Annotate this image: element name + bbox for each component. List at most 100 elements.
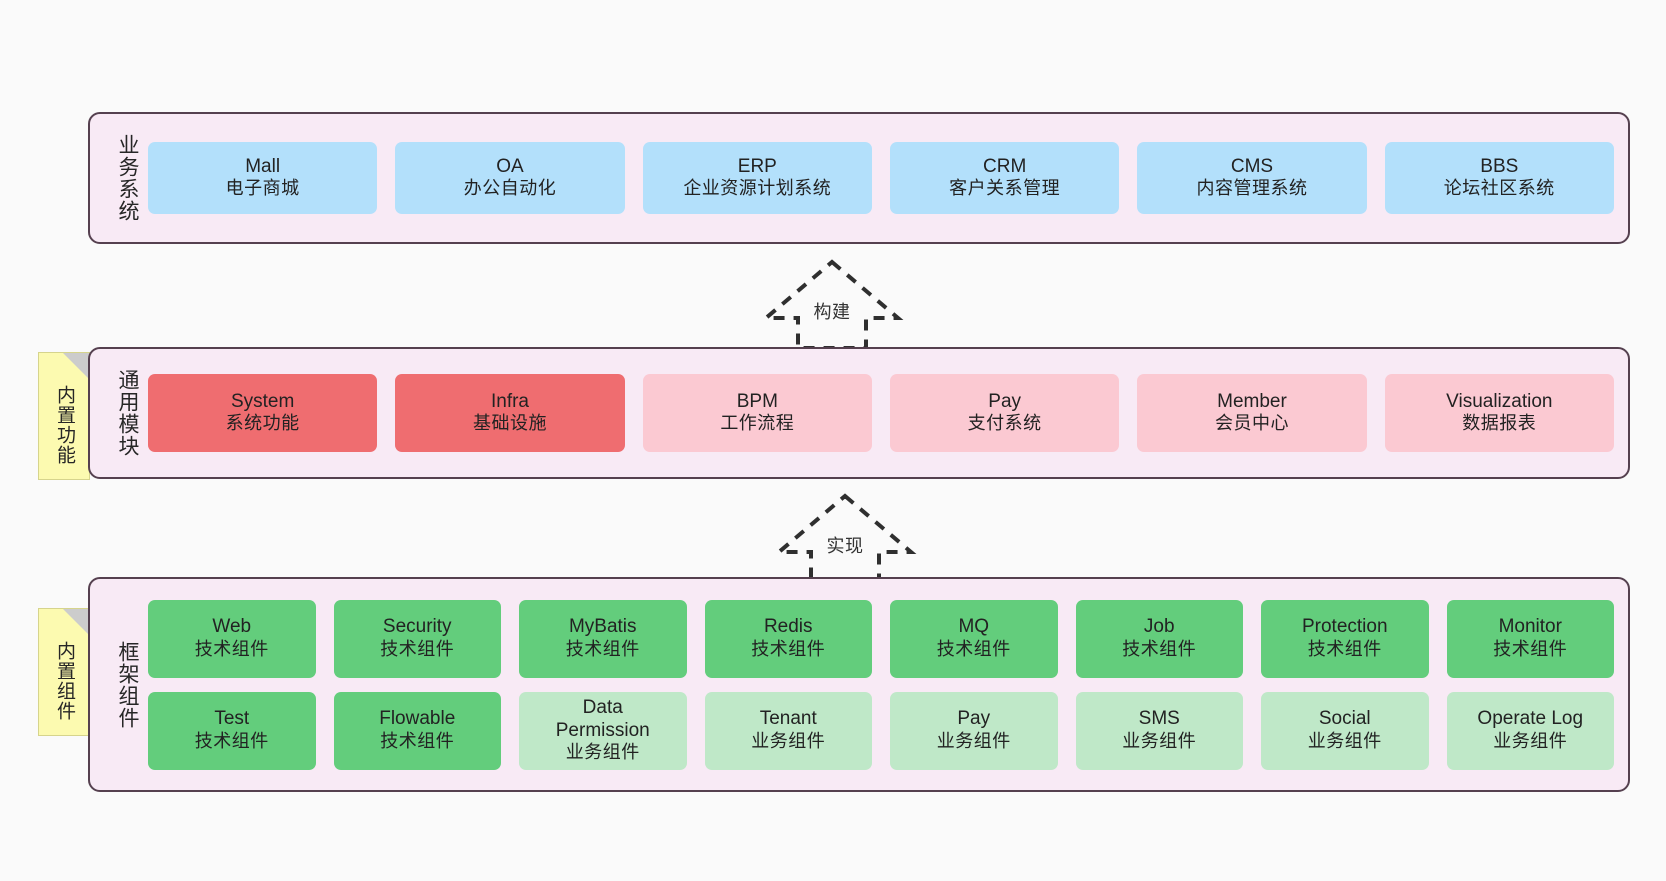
box-subtitle: 业务组件 bbox=[1122, 730, 1197, 751]
box-bpm[interactable]: BPM 工作流程 bbox=[642, 374, 872, 452]
box-subtitle: 技术组件 bbox=[194, 638, 269, 659]
box-mybatis[interactable]: MyBatis 技术组件 bbox=[519, 599, 687, 678]
layer-title-common-modules: 通用模块 bbox=[116, 369, 139, 457]
box-subtitle: 技术组件 bbox=[1307, 638, 1382, 659]
note-builtin-components: 内置组件 bbox=[38, 608, 90, 736]
box-subtitle: 技术组件 bbox=[751, 638, 826, 659]
layer-row: System 系统功能 Infra 基础设施 BPM 工作流程 Pay 支付系统… bbox=[148, 374, 1614, 452]
box-subtitle: 基础设施 bbox=[472, 413, 547, 434]
box-system[interactable]: System 系统功能 bbox=[148, 374, 378, 452]
box-subtitle: 业务组件 bbox=[751, 730, 826, 751]
box-subtitle: 业务组件 bbox=[565, 741, 640, 762]
box-subtitle: 支付系统 bbox=[967, 413, 1042, 434]
layer-row-business: Test 技术组件 Flowable 技术组件 Data Permission … bbox=[148, 691, 1614, 770]
layer-body-business-system: Mall 电子商城 OA 办公自动化 ERP 企业资源计划系统 CRM 客户关系… bbox=[138, 142, 1628, 214]
box-operate-log[interactable]: Operate Log 业务组件 bbox=[1446, 691, 1614, 770]
box-member[interactable]: Member 会员中心 bbox=[1137, 374, 1367, 452]
box-subtitle: 技术组件 bbox=[936, 638, 1011, 659]
note-label: 内置组件 bbox=[53, 641, 75, 721]
box-title: Pay bbox=[988, 390, 1022, 412]
box-protection[interactable]: Protection 技术组件 bbox=[1261, 599, 1429, 678]
box-redis[interactable]: Redis 技术组件 bbox=[704, 599, 872, 678]
box-visualization[interactable]: Visualization 数据报表 bbox=[1384, 374, 1614, 452]
box-sms[interactable]: SMS 业务组件 bbox=[1075, 691, 1243, 770]
box-subtitle: 技术组件 bbox=[380, 638, 455, 659]
box-subtitle: 企业资源计划系统 bbox=[683, 178, 832, 199]
box-subtitle: 办公自动化 bbox=[463, 178, 557, 199]
layer-row: Mall 电子商城 OA 办公自动化 ERP 企业资源计划系统 CRM 客户关系… bbox=[148, 142, 1614, 214]
box-erp[interactable]: ERP 企业资源计划系统 bbox=[642, 142, 872, 214]
box-title: CMS bbox=[1230, 155, 1274, 177]
box-subtitle: 技术组件 bbox=[565, 638, 640, 659]
box-subtitle: 技术组件 bbox=[1122, 638, 1197, 659]
box-data-permission[interactable]: Data Permission 业务组件 bbox=[519, 691, 687, 770]
box-subtitle: 技术组件 bbox=[194, 730, 269, 751]
box-title: Security bbox=[382, 616, 452, 638]
box-title: MQ bbox=[958, 616, 990, 638]
layer-body-framework-components: Web 技术组件 Security 技术组件 MyBatis 技术组件 Redi… bbox=[138, 599, 1628, 770]
box-title: Social bbox=[1318, 708, 1371, 730]
box-title: System bbox=[230, 390, 295, 412]
layer-title-framework-components: 框架组件 bbox=[116, 640, 139, 729]
box-title: BBS bbox=[1480, 155, 1519, 177]
arrow-implement: 实现 bbox=[773, 492, 917, 584]
box-web[interactable]: Web 技术组件 bbox=[148, 599, 316, 678]
box-subtitle: 论坛社区系统 bbox=[1443, 178, 1555, 199]
box-title: Protection bbox=[1301, 616, 1388, 638]
note-fold-icon bbox=[63, 353, 89, 379]
box-infra[interactable]: Infra 基础设施 bbox=[395, 374, 625, 452]
box-subtitle: 客户关系管理 bbox=[949, 178, 1061, 199]
box-mall[interactable]: Mall 电子商城 bbox=[148, 142, 378, 214]
box-subtitle: 数据报表 bbox=[1462, 413, 1537, 434]
arrow-build: 构建 bbox=[760, 258, 904, 350]
box-subtitle: 技术组件 bbox=[380, 730, 455, 751]
box-monitor[interactable]: Monitor 技术组件 bbox=[1446, 599, 1614, 678]
box-subtitle: 工作流程 bbox=[720, 413, 795, 434]
box-title: Mall bbox=[245, 155, 281, 177]
box-title: SMS bbox=[1138, 708, 1180, 730]
layer-title-business-system: 业务系统 bbox=[116, 134, 139, 222]
arrow-implement-label: 实现 bbox=[824, 532, 866, 558]
box-title: Tenant bbox=[759, 708, 817, 730]
box-subtitle: 内容管理系统 bbox=[1196, 178, 1308, 199]
box-subtitle: 电子商城 bbox=[225, 178, 300, 199]
box-title: OA bbox=[496, 155, 524, 177]
box-title: Infra bbox=[490, 390, 529, 412]
box-subtitle: 业务组件 bbox=[1307, 730, 1382, 751]
note-builtin-features: 内置功能 bbox=[38, 352, 90, 480]
box-subtitle: 业务组件 bbox=[936, 730, 1011, 751]
box-title: ERP bbox=[737, 155, 777, 177]
box-title: CRM bbox=[983, 155, 1027, 177]
box-security[interactable]: Security 技术组件 bbox=[333, 599, 501, 678]
box-title: Web bbox=[212, 616, 252, 638]
arrow-build-label: 构建 bbox=[811, 298, 853, 324]
note-fold-icon bbox=[63, 609, 89, 635]
box-job[interactable]: Job 技术组件 bbox=[1075, 599, 1243, 678]
box-tenant[interactable]: Tenant 业务组件 bbox=[704, 691, 872, 770]
box-pay-component[interactable]: Pay 业务组件 bbox=[890, 691, 1058, 770]
box-cms[interactable]: CMS 内容管理系统 bbox=[1137, 142, 1367, 214]
box-social[interactable]: Social 业务组件 bbox=[1261, 691, 1429, 770]
box-title: Job bbox=[1143, 616, 1175, 638]
box-title: Visualization bbox=[1446, 390, 1553, 412]
box-title: Pay bbox=[957, 708, 991, 730]
box-bbs[interactable]: BBS 论坛社区系统 bbox=[1384, 142, 1614, 214]
layer-body-common-modules: System 系统功能 Infra 基础设施 BPM 工作流程 Pay 支付系统… bbox=[138, 374, 1628, 452]
box-flowable[interactable]: Flowable 技术组件 bbox=[333, 691, 501, 770]
box-subtitle: 会员中心 bbox=[1214, 413, 1289, 434]
layer-business-system: 业务系统 Mall 电子商城 OA 办公自动化 ERP 企业资源计划系统 CRM… bbox=[88, 112, 1630, 244]
box-mq[interactable]: MQ 技术组件 bbox=[890, 599, 1058, 678]
box-pay-module[interactable]: Pay 支付系统 bbox=[889, 374, 1120, 452]
box-title: Data Permission bbox=[555, 697, 650, 741]
box-subtitle: 技术组件 bbox=[1493, 638, 1568, 659]
layer-framework-components: 框架组件 Web 技术组件 Security 技术组件 MyBatis 技术组件… bbox=[88, 577, 1630, 792]
box-title: Operate Log bbox=[1477, 708, 1584, 730]
box-crm[interactable]: CRM 客户关系管理 bbox=[889, 142, 1120, 214]
box-title: Flowable bbox=[379, 708, 456, 730]
box-oa[interactable]: OA 办公自动化 bbox=[395, 142, 625, 214]
box-test[interactable]: Test 技术组件 bbox=[148, 691, 316, 770]
box-title: MyBatis bbox=[568, 616, 637, 638]
box-title: Redis bbox=[763, 616, 813, 638]
layer-common-modules: 通用模块 System 系统功能 Infra 基础设施 BPM 工作流程 Pay… bbox=[88, 347, 1630, 479]
